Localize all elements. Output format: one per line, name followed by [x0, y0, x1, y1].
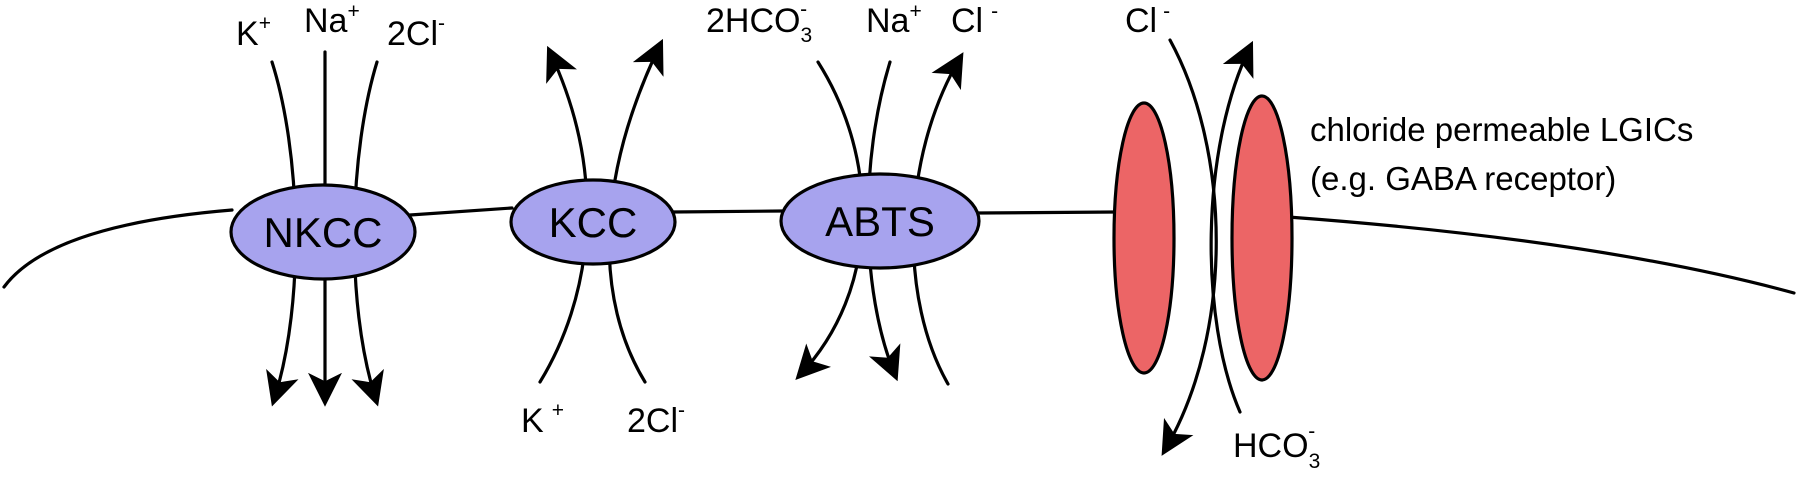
kcc-k-ion: K+	[521, 399, 564, 440]
lgic-caption-line1: chloride permeable LGICs	[1310, 111, 1693, 148]
lgic-cl-flux	[1161, 38, 1218, 456]
nkcc-transporter: NKCC	[229, 183, 417, 281]
nkcc-label: NKCC	[263, 209, 382, 256]
abts-transporter: ABTS	[779, 172, 981, 270]
nkcc-na-ion: Na+	[304, 0, 360, 40]
nkcc-cl-ion: 2Cl-	[387, 12, 445, 53]
cell-membrane	[2, 206, 1796, 295]
lgic-subunit-right	[1230, 94, 1294, 382]
abts-cl-ion: Cl-	[951, 0, 998, 40]
lgic-hco3-ion: HCO3-	[1233, 420, 1320, 473]
lgic-flux	[1161, 38, 1254, 456]
abts-hco3-ion: 2HCO3-	[706, 0, 812, 47]
abts-label: ABTS	[825, 198, 935, 245]
kcc-label: KCC	[549, 199, 638, 246]
lgic-channel	[1112, 94, 1294, 382]
kcc-transporter: KCC	[509, 178, 677, 266]
lgic-caption-line2: (e.g. GABA receptor)	[1310, 160, 1616, 197]
lgic-hco3-flux	[1209, 40, 1254, 414]
nkcc-k-ion: K+	[236, 12, 271, 53]
kcc-cl-ion: 2Cl-	[627, 399, 685, 440]
lgic-subunit-left	[1112, 101, 1176, 375]
abts-na-ion: Na+	[866, 0, 922, 40]
lgic-cl-ion: Cl-	[1125, 0, 1170, 40]
